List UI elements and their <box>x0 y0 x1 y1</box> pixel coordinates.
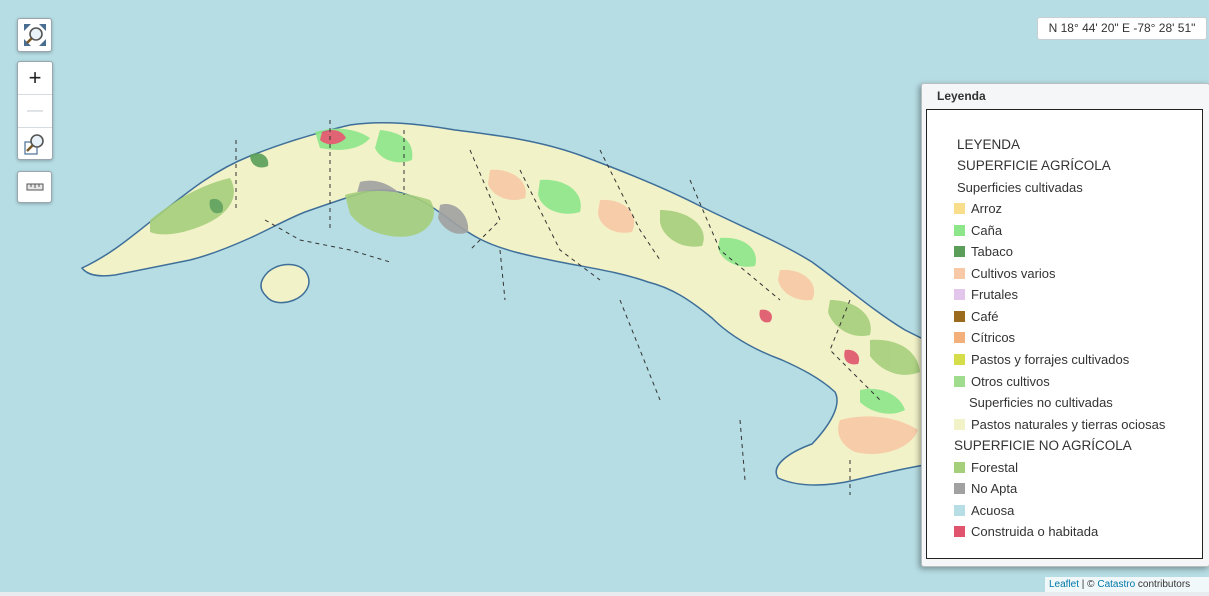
legend-item-label: Frutales <box>971 286 1018 302</box>
legend-swatch <box>954 504 965 516</box>
legend-item-label: Café <box>971 308 999 324</box>
land-use-patches <box>150 128 920 454</box>
legend-item-label: Arroz <box>971 200 1003 216</box>
coordinates-readout: N 18° 44' 20" E -78° 28' 51" <box>1037 17 1207 40</box>
legend-swatch <box>954 267 965 279</box>
legend-swatch <box>954 245 965 257</box>
catastro-link[interactable]: Catastro <box>1097 579 1136 590</box>
legend-item: Forestal <box>954 457 1018 477</box>
main-island <box>80 122 926 486</box>
legend-swatch <box>954 353 965 365</box>
legend-item: Pastos y forrajes cultivados <box>954 349 1129 369</box>
legend-swatch <box>954 418 965 430</box>
zoom-out-button[interactable]: — <box>18 95 52 128</box>
legend-swatch <box>954 331 965 343</box>
legend-item-label: No Apta <box>971 480 1018 496</box>
legend-item: Otros cultivos <box>954 371 1050 391</box>
legend-item-label: Cítricos <box>971 329 1016 345</box>
legend-heading: LEYENDA <box>957 136 1021 152</box>
fullscreen-magnifier-icon <box>23 24 46 46</box>
zoom-box-button[interactable] <box>18 128 52 160</box>
attribution-separator: | © <box>1079 579 1098 590</box>
legend-section-no-agricola: SUPERFICIE NO AGRÍCOLA <box>954 437 1132 453</box>
legend-item: Tabaco <box>954 241 1013 261</box>
legend-item: Construida o habitada <box>954 521 1098 541</box>
legend-swatch <box>954 482 965 494</box>
admin-boundaries <box>235 120 881 495</box>
legend-item-label: Caña <box>971 222 1003 238</box>
legend-section-cultivadas: Superficies cultivadas <box>957 179 1083 195</box>
legend-item-label: Cultivos varios <box>971 265 1056 281</box>
legend-section-agricola: SUPERFICIE AGRÍCOLA <box>957 157 1111 173</box>
legend-swatch <box>954 224 965 236</box>
legend-swatch <box>954 461 965 473</box>
legend-panel-title: Leyenda <box>937 89 986 103</box>
legend-item-label: Otros cultivos <box>971 373 1050 389</box>
legend-section-no-cultivadas: Superficies no cultivadas <box>969 394 1113 410</box>
zoom-in-button[interactable]: + <box>18 62 52 95</box>
legend-swatch <box>954 202 965 214</box>
legend-item-label: Forestal <box>971 459 1018 475</box>
measure-button[interactable] <box>17 171 52 203</box>
legend-content: LEYENDA SUPERFICIE AGRÍCOLA Superficies … <box>926 109 1203 559</box>
legend-swatch <box>954 288 965 300</box>
zoom-control: + — <box>17 61 53 160</box>
legend-item: Arroz <box>954 198 1002 218</box>
legend-item: Acuosa <box>954 500 1014 520</box>
attribution-suffix: contributors <box>1135 579 1191 590</box>
legend-item-label: Pastos naturales y tierras ociosas <box>971 416 1166 432</box>
ruler-icon <box>26 183 43 191</box>
legend-item-label: Construida o habitada <box>971 523 1099 539</box>
legend-item: Cítricos <box>954 327 1015 347</box>
legend-item: Cultivos varios <box>954 263 1056 283</box>
fullscreen-button[interactable] <box>17 18 52 52</box>
legend-item: Caña <box>954 220 1002 240</box>
map-attribution: Leaflet | © Catastro contributors <box>1045 577 1209 592</box>
legend-item-label: Acuosa <box>971 502 1015 518</box>
legend-item: Café <box>954 306 998 326</box>
legend-item-label: Pastos y forrajes cultivados <box>971 351 1130 367</box>
legend-panel: Leyenda LEYENDA SUPERFICIE AGRÍCOLA Supe… <box>921 83 1209 567</box>
legend-item: No Apta <box>954 478 1017 498</box>
bottom-border <box>0 592 1209 596</box>
zoom-box-magnifier-icon <box>24 134 44 155</box>
zoom-out-label: — <box>27 102 43 119</box>
isla-juventud <box>260 263 310 304</box>
legend-item: Frutales <box>954 284 1018 304</box>
legend-swatch <box>954 525 965 537</box>
zoom-in-label: + <box>28 65 42 90</box>
legend-swatch <box>954 310 965 322</box>
legend-item-label: Tabaco <box>971 243 1013 259</box>
leaflet-link[interactable]: Leaflet <box>1049 579 1080 590</box>
legend-item: Pastos naturales y tierras ociosas <box>954 414 1165 434</box>
legend-swatch <box>954 375 965 387</box>
